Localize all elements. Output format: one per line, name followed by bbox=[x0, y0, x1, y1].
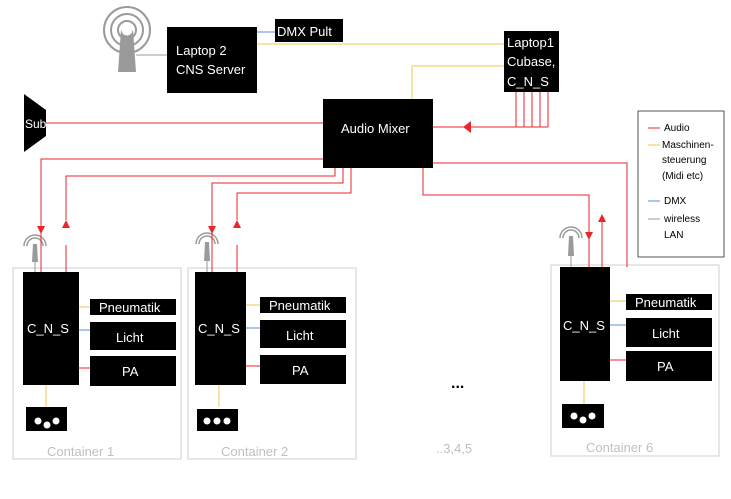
pa-label-2: PA bbox=[292, 363, 309, 378]
audio-arrows bbox=[37, 121, 606, 240]
legend-wireless-1: wireless bbox=[663, 214, 700, 225]
licht-box-2 bbox=[260, 320, 346, 348]
dmx-lines bbox=[79, 31, 626, 331]
licht-label-2: Licht bbox=[286, 328, 314, 343]
legend-wireless-2: LAN bbox=[664, 230, 683, 241]
container-2: C_N_S Pneumatik Licht PA Container 2 bbox=[195, 272, 346, 459]
containers-3-4-5-label: ..3,4,5 bbox=[436, 441, 472, 456]
cns-box-6 bbox=[560, 267, 610, 381]
laptop1-label-3: C_N_S bbox=[507, 74, 549, 89]
pa-box-2 bbox=[260, 355, 346, 384]
licht-box-6 bbox=[626, 318, 712, 347]
pneumatik-box-1 bbox=[90, 299, 176, 315]
maschinen-lines bbox=[45, 43, 626, 407]
laptop1-box: Laptop1 Cubase, C_N_S bbox=[504, 31, 559, 92]
ellipsis: ... bbox=[451, 375, 464, 392]
container-6-label: Container 6 bbox=[586, 440, 653, 455]
cns-box-1 bbox=[23, 272, 79, 385]
pa-label-6: PA bbox=[657, 359, 674, 374]
dmx-pult-label: DMX Pult bbox=[277, 24, 332, 39]
container-2-label: Container 2 bbox=[221, 444, 288, 459]
legend: Audio Maschinen- steuerung (Midi etc) DM… bbox=[637, 110, 725, 258]
cns-label-1: C_N_S bbox=[27, 321, 69, 336]
cns-box-2 bbox=[195, 272, 246, 385]
wireless-tower-icon-container-1 bbox=[23, 234, 47, 262]
machine-icon-6 bbox=[562, 404, 604, 428]
legend-maschinen-1: Maschinen- bbox=[662, 140, 714, 151]
legend-audio: Audio bbox=[664, 123, 690, 134]
cns-label-6: C_N_S bbox=[563, 318, 605, 333]
pa-box-1 bbox=[90, 356, 176, 386]
laptop1-label-2: Cubase, bbox=[507, 54, 555, 69]
laptop1-label-1: Laptop1 bbox=[507, 35, 554, 50]
legend-maschinen-2: steuerung bbox=[662, 155, 706, 166]
licht-box-1 bbox=[90, 322, 176, 350]
laptop2-label-1: Laptop 2 bbox=[176, 43, 227, 58]
container-1: C_N_S Pneumatik Licht PA Container 1 bbox=[23, 272, 176, 459]
pneumatik-label-2: Pneumatik bbox=[269, 298, 331, 313]
machine-icon-2 bbox=[197, 409, 238, 431]
legend-dmx: DMX bbox=[664, 196, 687, 207]
wireless-tower-icon-container-6 bbox=[559, 226, 583, 256]
pa-box-6 bbox=[626, 351, 712, 381]
container-1-label: Container 1 bbox=[47, 444, 114, 459]
pneumatik-label-6: Pneumatik bbox=[635, 295, 697, 310]
audio-lines bbox=[40, 92, 628, 369]
dmx-pult-box: DMX Pult bbox=[275, 19, 343, 42]
pa-label-1: PA bbox=[122, 364, 139, 379]
wireless-tower-icon-container-2 bbox=[195, 232, 219, 261]
pneumatik-box-6 bbox=[626, 294, 712, 310]
machine-icon-1 bbox=[26, 407, 67, 431]
pneumatik-label-1: Pneumatik bbox=[99, 300, 161, 315]
audio-mixer-label: Audio Mixer bbox=[341, 121, 410, 136]
pneumatik-box-2 bbox=[260, 297, 346, 313]
cns-label-2: C_N_S bbox=[198, 321, 240, 336]
licht-label-6: Licht bbox=[652, 326, 680, 341]
sub-speaker-icon: Sub bbox=[24, 94, 47, 152]
container-6: C_N_S Pneumatik Licht PA Container 6 bbox=[560, 267, 712, 455]
legend-maschinen-3: (Midi etc) bbox=[662, 171, 703, 182]
sub-label: Sub bbox=[25, 117, 47, 131]
wireless-tower-icon-main bbox=[103, 6, 151, 72]
licht-label-1: Licht bbox=[116, 330, 144, 345]
audio-mixer-box: Audio Mixer bbox=[323, 99, 433, 168]
laptop2-label-2: CNS Server bbox=[176, 62, 246, 77]
laptop2-box: Laptop 2 CNS Server bbox=[167, 27, 257, 93]
